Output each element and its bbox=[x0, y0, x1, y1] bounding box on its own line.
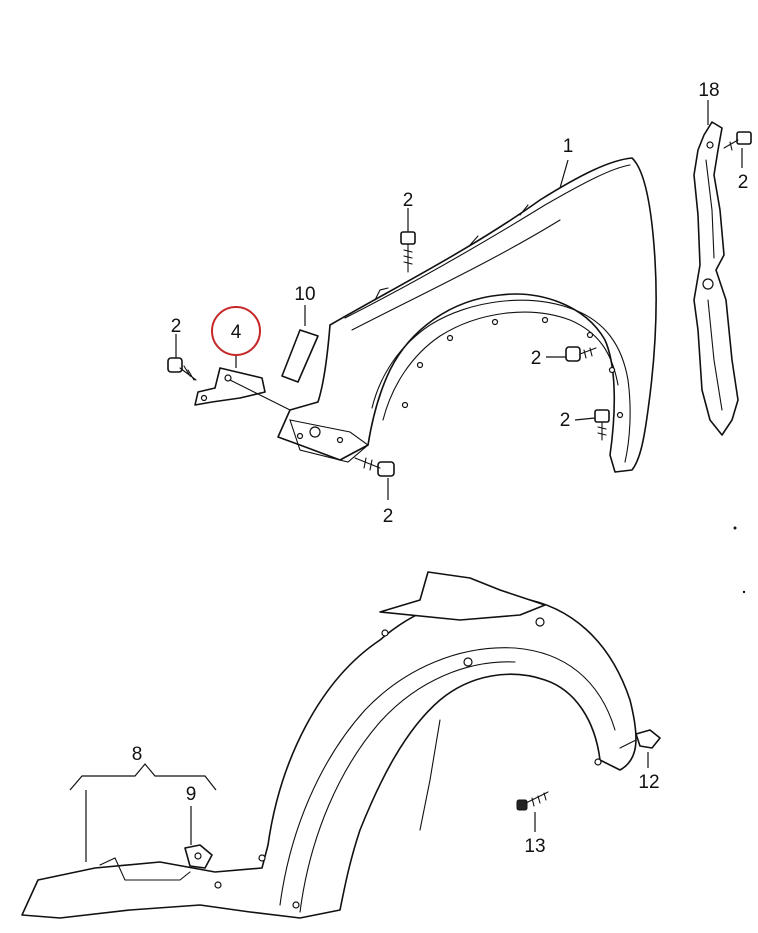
callout-1: 1 bbox=[563, 136, 574, 157]
speck bbox=[733, 526, 737, 530]
speck bbox=[742, 590, 746, 594]
callout-8: 8 bbox=[132, 744, 143, 765]
fender-support-bracket[interactable] bbox=[693, 121, 739, 436]
callout-10: 10 bbox=[294, 284, 315, 305]
expanding-nut[interactable] bbox=[619, 729, 661, 749]
callout-2-right-lower: 2 bbox=[560, 410, 571, 431]
clip-nut[interactable] bbox=[184, 844, 213, 869]
leader-lines bbox=[69, 100, 743, 862]
bolt-top[interactable] bbox=[400, 231, 416, 273]
bolt-right-lower[interactable] bbox=[594, 409, 610, 441]
screw[interactable] bbox=[516, 791, 549, 811]
callout-13: 13 bbox=[524, 836, 545, 857]
fender-panel[interactable] bbox=[277, 157, 657, 473]
callout-2-bracket: 2 bbox=[738, 172, 749, 193]
wheel-housing-liner[interactable] bbox=[21, 571, 637, 919]
callout-12: 12 bbox=[638, 772, 659, 793]
sealing-strip[interactable] bbox=[281, 329, 319, 383]
callout-2-top: 2 bbox=[403, 190, 414, 211]
bolt-lower[interactable] bbox=[354, 457, 395, 477]
callout-2-right-upper: 2 bbox=[531, 348, 542, 369]
bolt-right-upper[interactable] bbox=[565, 346, 597, 362]
bolt-left[interactable] bbox=[167, 357, 197, 381]
highlight-ring bbox=[211, 306, 261, 356]
callout-9: 9 bbox=[186, 784, 197, 805]
callout-2-left: 2 bbox=[171, 316, 182, 337]
bolt-bracket[interactable] bbox=[723, 131, 752, 151]
callout-4: 4 bbox=[231, 322, 242, 343]
callout-18: 18 bbox=[698, 80, 719, 101]
callout-2-lower: 2 bbox=[383, 506, 394, 527]
mounting-plate[interactable] bbox=[194, 367, 291, 411]
